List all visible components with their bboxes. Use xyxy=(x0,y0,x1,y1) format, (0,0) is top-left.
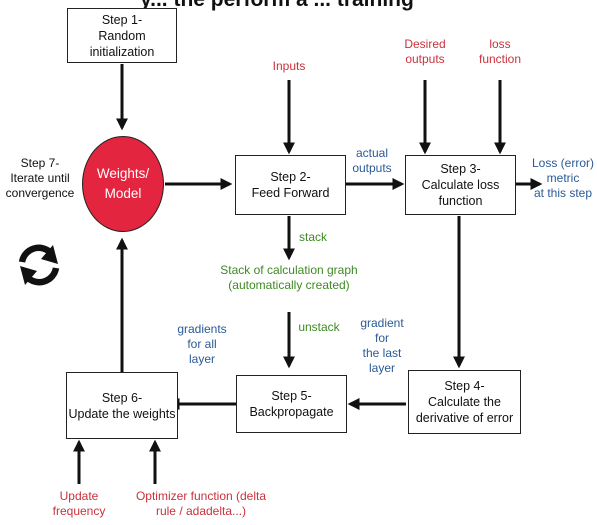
loss-function-label: loss function xyxy=(478,37,522,66)
step6-box: Step 6- Update the weights xyxy=(66,372,178,439)
inputs-label: Inputs xyxy=(272,59,306,73)
weights-model-node: Weights/ Model xyxy=(82,136,164,232)
gradient-last-layer-label: gradient for the last layer xyxy=(360,316,404,375)
step3-label: Step 3- Calculate loss function xyxy=(421,162,500,208)
loss-metric-label: Loss (error) metric at this step xyxy=(531,156,594,200)
weights-model-label: Weights/ Model xyxy=(96,166,150,201)
stack-graph-label: Stack of calculation graph (automaticall… xyxy=(220,263,358,292)
step2-box: Step 2- Feed Forward xyxy=(235,155,346,215)
unstack-label: unstack xyxy=(298,320,340,334)
diagram-title: y... the perform a ... training xyxy=(140,0,597,12)
step6-label: Step 6- Update the weights xyxy=(68,390,176,421)
actual-outputs-label: actual outputs xyxy=(352,146,392,175)
gradients-all-layer-label: gradients for all layer xyxy=(177,322,227,366)
optimizer-function-label: Optimizer function (delta rule / adadelt… xyxy=(135,489,267,518)
step1-box: Step 1- Random initialization xyxy=(67,8,177,63)
desired-outputs-label: Desired outputs xyxy=(404,37,446,66)
update-frequency-label: Update frequency xyxy=(52,489,106,518)
step5-label: Step 5- Backpropagate xyxy=(249,389,334,419)
step4-label: Step 4- Calculate the derivative of erro… xyxy=(415,379,514,425)
step7-label: Step 7- Iterate until convergence xyxy=(5,156,75,200)
step4-box: Step 4- Calculate the derivative of erro… xyxy=(408,370,521,434)
step3-box: Step 3- Calculate loss function xyxy=(405,155,516,215)
step1-label: Step 1- Random initialization xyxy=(89,12,155,59)
step2-label: Step 2- Feed Forward xyxy=(251,170,330,200)
stack-label: stack xyxy=(298,230,327,244)
step5-box: Step 5- Backpropagate xyxy=(236,375,347,433)
refresh-cycle-icon xyxy=(18,244,60,286)
